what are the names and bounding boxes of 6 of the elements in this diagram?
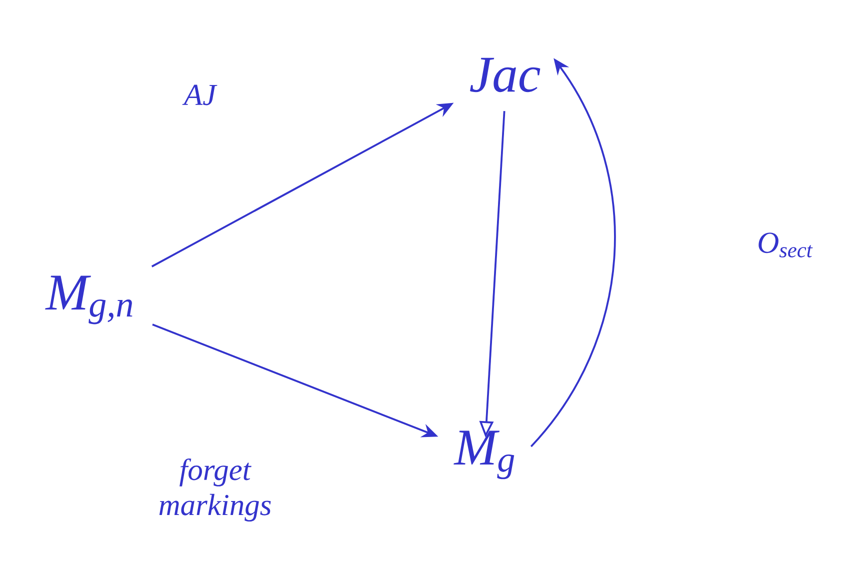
math-label: M$_{g,n}$ [45, 276, 132, 324]
math-label: M$_{g}$ [454, 430, 514, 480]
math-label: Jac [470, 58, 540, 92]
edge-label: forget markings [159, 458, 271, 522]
edge-label: AJ [182, 84, 218, 106]
edge-label: O$_{sect}$ [758, 232, 813, 258]
